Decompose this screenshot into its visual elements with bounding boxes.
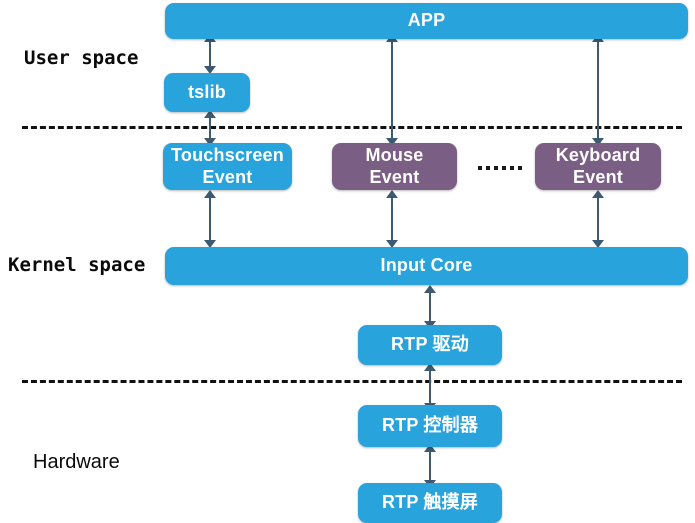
connector-shaft	[597, 40, 599, 140]
connector-shaft	[391, 40, 393, 140]
connector-rtp-controller-rtp-touchscreen	[423, 444, 437, 488]
node-app-label: APP	[407, 10, 446, 31]
arrowhead-down-icon	[592, 138, 604, 146]
connector-app-keyboard-event	[591, 34, 605, 146]
node-rtp-controller-label: RTP 控制器	[381, 415, 479, 436]
connector-rtp-driver-rtp-controller	[423, 363, 437, 411]
layer-label-kernel-space: Kernel space	[8, 254, 146, 276]
arrowhead-up-icon	[204, 110, 216, 118]
arrowhead-up-icon	[424, 444, 436, 452]
arrowhead-down-icon	[204, 240, 216, 248]
node-input-core-label: Input Core	[380, 255, 473, 276]
connector-shaft	[429, 369, 431, 405]
connector-shaft	[597, 196, 599, 242]
node-tslib[interactable]: tslib	[164, 73, 250, 112]
node-app[interactable]: APP	[165, 3, 688, 39]
connector-keyboard-event-input-core	[591, 190, 605, 248]
ellipsis-indicator	[478, 166, 522, 170]
connector-app-mouse-event	[385, 34, 399, 146]
arrowhead-up-icon	[424, 363, 436, 371]
node-rtp-driver-label: RTP 驱动	[391, 334, 469, 355]
arrowhead-down-icon	[592, 240, 604, 248]
connector-shaft	[429, 450, 431, 482]
node-rtp-touchscreen-label: RTP 触摸屏	[381, 492, 479, 513]
connector-app-tslib	[203, 34, 217, 74]
node-input-core[interactable]: Input Core	[165, 247, 688, 285]
arrowhead-up-icon	[592, 190, 604, 198]
connector-shaft	[391, 196, 393, 242]
arrowhead-down-icon	[386, 138, 398, 146]
arrowhead-up-icon	[386, 190, 398, 198]
user-kernel-divider	[22, 126, 682, 129]
arrowhead-up-icon	[424, 285, 436, 293]
kernel-hardware-divider	[22, 380, 682, 383]
connector-shaft	[209, 116, 211, 140]
arrowhead-down-icon	[204, 66, 216, 74]
connector-mouse-event-input-core	[385, 190, 399, 248]
node-rtp-touchscreen[interactable]: RTP 触摸屏	[358, 483, 502, 523]
connector-tslib-touchscreen-event	[203, 110, 217, 146]
arrowhead-up-icon	[204, 190, 216, 198]
connector-shaft	[209, 196, 211, 242]
node-tslib-label: tslib	[187, 81, 226, 102]
layer-label-hardware: Hardware	[33, 451, 120, 473]
arrowhead-down-icon	[386, 240, 398, 248]
connector-touchscreen-event-input-core	[203, 190, 217, 248]
arrowhead-down-icon	[204, 138, 216, 146]
connector-input-core-rtp-driver	[423, 285, 437, 329]
connector-shaft	[209, 40, 211, 68]
node-rtp-driver[interactable]: RTP 驱动	[358, 325, 502, 365]
node-rtp-controller[interactable]: RTP 控制器	[358, 405, 502, 447]
layer-label-user-space: User space	[24, 47, 139, 69]
connector-shaft	[429, 291, 431, 323]
